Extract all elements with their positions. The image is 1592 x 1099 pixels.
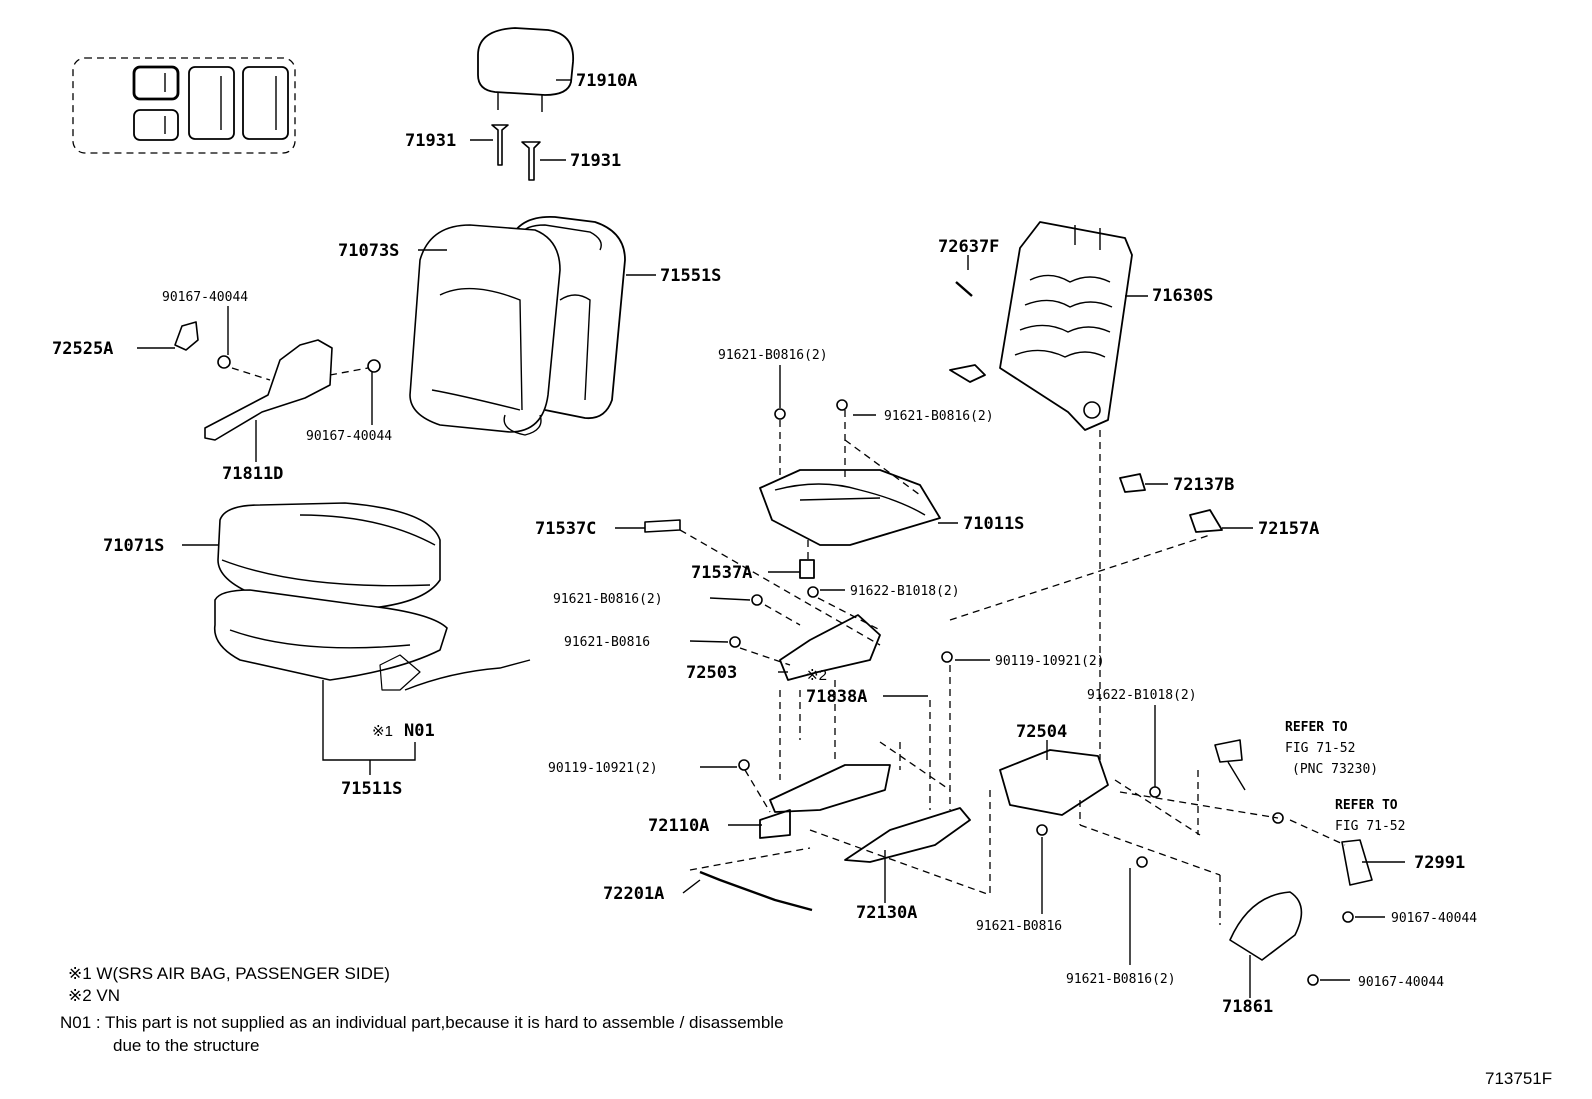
- label-90119-10921-2-a: 90119-10921(2): [995, 654, 1105, 669]
- label-71071S: 71071S: [103, 536, 164, 556]
- label-71511S: 71511S: [341, 779, 402, 799]
- label-71630S: 71630S: [1152, 286, 1213, 306]
- label-72525A: 72525A: [52, 339, 113, 359]
- footnote-1: ※1 W(SRS AIR BAG, PASSENGER SIDE): [68, 964, 390, 983]
- refer2-line1: REFER TO: [1335, 798, 1398, 813]
- seat-cushion-drawing: [213, 502, 531, 691]
- refer-to-block-2: REFER TO FIG 71-52: [1335, 798, 1405, 834]
- label-91621-B0816-a: 91621-B0816: [564, 635, 650, 650]
- label-91622-B1018-2-a: 91622-B1018(2): [850, 584, 960, 599]
- footnote-N01-line2: due to the structure: [113, 1036, 259, 1055]
- headrest-drawing: [477, 27, 574, 181]
- label-71537C: 71537C: [535, 519, 596, 539]
- label-91621-B0816-2-d: 91621-B0816(2): [1066, 972, 1176, 987]
- cushion-frame-drawing: [759, 469, 941, 579]
- label-71861: 71861: [1222, 997, 1273, 1017]
- label-71811D: 71811D: [222, 464, 283, 484]
- label-90167-40044-b: 90167-40044: [306, 429, 392, 444]
- label-72991: 72991: [1414, 853, 1465, 873]
- label-91621-B0816-2-c: 91621-B0816(2): [553, 592, 663, 607]
- refer1-line2: FIG 71-52: [1285, 741, 1355, 756]
- label-90167-40044-d: 90167-40044: [1358, 975, 1444, 990]
- leader-lines: [137, 79, 1405, 998]
- seatback-drawing: [409, 216, 626, 436]
- assembly-dashed-lines: [679, 410, 1346, 925]
- part-labels: 71910A 71931 71931 71073S 71551S 90167-4…: [52, 71, 1477, 1017]
- refer1-line3: (PNC 73230): [1292, 762, 1378, 777]
- label-72504: 72504: [1016, 722, 1067, 742]
- refer1-line1: REFER TO: [1285, 720, 1348, 735]
- adjuster-assembly-drawing: [644, 473, 1373, 961]
- label-72503-mark: ※2: [806, 667, 827, 684]
- label-71838A: 71838A: [806, 687, 867, 707]
- label-72503: 72503: [686, 663, 737, 683]
- refer-to-block-1: REFER TO FIG 71-52 (PNC 73230): [1285, 720, 1378, 777]
- label-71931-a: 71931: [405, 131, 456, 151]
- label-72137B: 72137B: [1173, 475, 1234, 495]
- footnote-2: ※2 VN: [68, 986, 120, 1005]
- footnotes: ※1 W(SRS AIR BAG, PASSENGER SIDE) ※2 VN …: [60, 964, 784, 1055]
- label-91621-B0816-2-a: 91621-B0816(2): [718, 348, 828, 363]
- label-71073S: 71073S: [338, 241, 399, 261]
- seat-side-shield-drawing: [174, 321, 381, 441]
- footnote-N01-line1: N01 : This part is not supplied as an in…: [60, 1013, 784, 1032]
- label-91622-B1018-2-b: 91622-B1018(2): [1087, 688, 1197, 703]
- label-71931-b: 71931: [570, 151, 621, 171]
- label-N01-mark: ※1: [372, 723, 393, 740]
- label-71910A: 71910A: [576, 71, 637, 91]
- label-90167-40044-a: 90167-40044: [162, 290, 248, 305]
- seatback-frame-drawing: [949, 221, 1133, 431]
- label-72157A: 72157A: [1258, 519, 1319, 539]
- label-N01: N01: [404, 721, 435, 741]
- label-90167-40044-c: 90167-40044: [1391, 911, 1477, 926]
- label-72201A: 72201A: [603, 884, 664, 904]
- figure-id: 713751F: [1485, 1069, 1552, 1088]
- label-71537A: 71537A: [691, 563, 752, 583]
- label-91621-B0816-2-b: 91621-B0816(2): [884, 409, 994, 424]
- seat-locator-inset: [72, 57, 296, 154]
- label-90119-10921-2-b: 90119-10921(2): [548, 761, 658, 776]
- label-71011S: 71011S: [963, 514, 1024, 534]
- label-71551S: 71551S: [660, 266, 721, 286]
- refer2-line2: FIG 71-52: [1335, 819, 1405, 834]
- label-72130A: 72130A: [856, 903, 917, 923]
- label-72110A: 72110A: [648, 816, 709, 836]
- bolts-drawing: [729, 399, 1354, 986]
- label-91621-B0816-b: 91621-B0816: [976, 919, 1062, 934]
- label-72637F: 72637F: [938, 237, 999, 257]
